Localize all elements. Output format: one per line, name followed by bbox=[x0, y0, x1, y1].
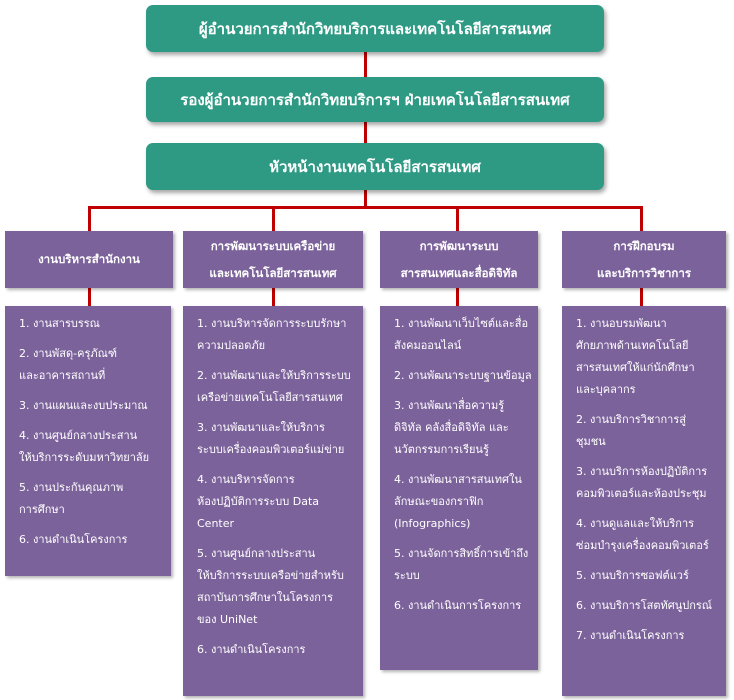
task-list-training: 1. งานอบรมพัฒนา ศักยภาพด้านเทคโนโลยี สาร… bbox=[562, 306, 726, 696]
connector-drop-unit-2 bbox=[272, 206, 275, 231]
unit-header-title: และบริการวิชาการ bbox=[596, 265, 692, 280]
task-item: 5. งานประกันคุณภาพ การศึกษา bbox=[19, 481, 124, 516]
deputy-director-box: รองผู้อำนวยการสำนักวิทยบริการฯ ฝ่ายเทคโน… bbox=[146, 77, 604, 122]
it-head-title: หัวหน้างานเทคโนโลยีสารสนเทศ bbox=[269, 157, 481, 176]
unit-header-title: สารสนเทศและสื่อดิจิทัล bbox=[400, 265, 518, 280]
connector-unit-3-list bbox=[456, 288, 459, 306]
task-item: 3. งานบริการห้องปฏิบัติการ คอมพิวเตอร์แล… bbox=[576, 465, 708, 500]
director-title: ผู้อำนวยการสำนักวิทยบริการและเทคโนโลยีสา… bbox=[198, 19, 552, 38]
task-item: 4. งานบริหารจัดการ ห้องปฏิบัติการระบบ Da… bbox=[197, 473, 320, 530]
task-item: 6. งานดำเนินการโครงการ bbox=[394, 599, 522, 612]
connector-drop-unit-3 bbox=[456, 206, 459, 231]
task-item: 1. งานอบรมพัฒนา ศักยภาพด้านเทคโนโลยี สาร… bbox=[576, 317, 695, 396]
unit-header-title: และเทคโนโลยีสารสนเทศ bbox=[209, 265, 337, 280]
task-item: 5. งานจัดการสิทธิ์การเข้าถึง ระบบ bbox=[394, 547, 529, 582]
task-item: 6. งานบริการโสตทัศนูปกรณ์ bbox=[576, 599, 712, 612]
task-item: 1. งานพัฒนาเว็บไซต์และสื่อ สังคมออนไลน์ bbox=[394, 317, 529, 352]
connector-director-deputy bbox=[364, 52, 367, 77]
connector-horizontal-bus bbox=[88, 206, 643, 209]
task-item: 2. งานพัสดุ-ครุภัณฑ์ และอาคารสถานที่ bbox=[19, 347, 117, 382]
unit-header-title: การฝึกอบรม bbox=[613, 238, 675, 253]
deputy-director-title: รองผู้อำนวยการสำนักวิทยบริการฯ ฝ่ายเทคโน… bbox=[180, 90, 570, 109]
task-item: 7. งานดำเนินโครงการ bbox=[576, 629, 685, 642]
connector-unit-4-list bbox=[640, 288, 643, 306]
task-item: 5. งานบริการซอฟต์แวร์ bbox=[576, 569, 689, 582]
it-head-box: หัวหน้างานเทคโนโลยีสารสนเทศ bbox=[146, 143, 604, 190]
task-item: 3. งานแผนและงบประมาณ bbox=[19, 399, 148, 412]
task-list-office-admin: 1. งานสารบรรณ 2. งานพัสดุ-ครุภัณฑ์ และอา… bbox=[5, 306, 171, 576]
task-item: 3. งานพัฒนาและให้บริการ ระบบเครื่องคอมพิ… bbox=[197, 421, 345, 456]
unit-header-training: การฝึกอบรม และบริการวิชาการ bbox=[562, 231, 726, 288]
unit-header-title: การพัฒนาระบบเครือข่าย bbox=[210, 238, 336, 253]
task-item: 5. งานศูนย์กลางประสาน ให้บริการระบบเครือ… bbox=[197, 547, 344, 626]
task-item: 6. งานดำเนินโครงการ bbox=[197, 643, 306, 656]
task-item: 2. งานพัฒนาระบบฐานข้อมูล bbox=[394, 369, 532, 382]
connector-drop-unit-1 bbox=[88, 206, 91, 231]
unit-header-title: งานบริหารสำนักงาน bbox=[38, 252, 140, 266]
task-item: 2. งานบริการวิชาการสู่ ชุมชน bbox=[576, 413, 686, 448]
connector-unit-1-list bbox=[88, 288, 91, 306]
director-box: ผู้อำนวยการสำนักวิทยบริการและเทคโนโลยีสา… bbox=[146, 5, 604, 52]
connector-deputy-head bbox=[364, 122, 367, 143]
task-item: 4. งานศูนย์กลางประสาน ให้บริการระดับมหาว… bbox=[19, 429, 150, 464]
task-item: 1. งานบริหารจัดการระบบรักษา ความปลอดภัย bbox=[197, 317, 347, 352]
task-item: 4. งานดูแลและให้บริการ ซ่อมบำรุงเครื่องค… bbox=[576, 517, 709, 552]
task-item: 2. งานพัฒนาและให้บริการระบบ เครือข่ายเทค… bbox=[197, 369, 351, 404]
task-item: 1. งานสารบรรณ bbox=[19, 317, 100, 330]
connector-unit-2-list bbox=[272, 288, 275, 306]
task-item: 3. งานพัฒนาสื่อความรู้ ดิจิทัล คลังสื่อด… bbox=[394, 399, 509, 456]
task-list-information-systems: 1. งานพัฒนาเว็บไซต์และสื่อ สังคมออนไลน์ … bbox=[380, 306, 538, 670]
unit-header-office-admin: งานบริหารสำนักงาน bbox=[5, 231, 173, 288]
task-list-network: 1. งานบริหารจัดการระบบรักษา ความปลอดภัย … bbox=[183, 306, 363, 696]
unit-header-network: การพัฒนาระบบเครือข่าย และเทคโนโลยีสารสนเ… bbox=[183, 231, 363, 288]
task-item: 4. งานพัฒนาสารสนเทศใน ลักษณะของกราฟิก (I… bbox=[394, 473, 522, 530]
unit-header-information-systems: การพัฒนาระบบ สารสนเทศและสื่อดิจิทัล bbox=[380, 231, 538, 288]
task-item: 6. งานดำเนินโครงการ bbox=[19, 533, 128, 546]
unit-header-title: การพัฒนาระบบ bbox=[419, 238, 499, 253]
connector-head-bus bbox=[364, 190, 367, 208]
connector-drop-unit-4 bbox=[640, 206, 643, 231]
